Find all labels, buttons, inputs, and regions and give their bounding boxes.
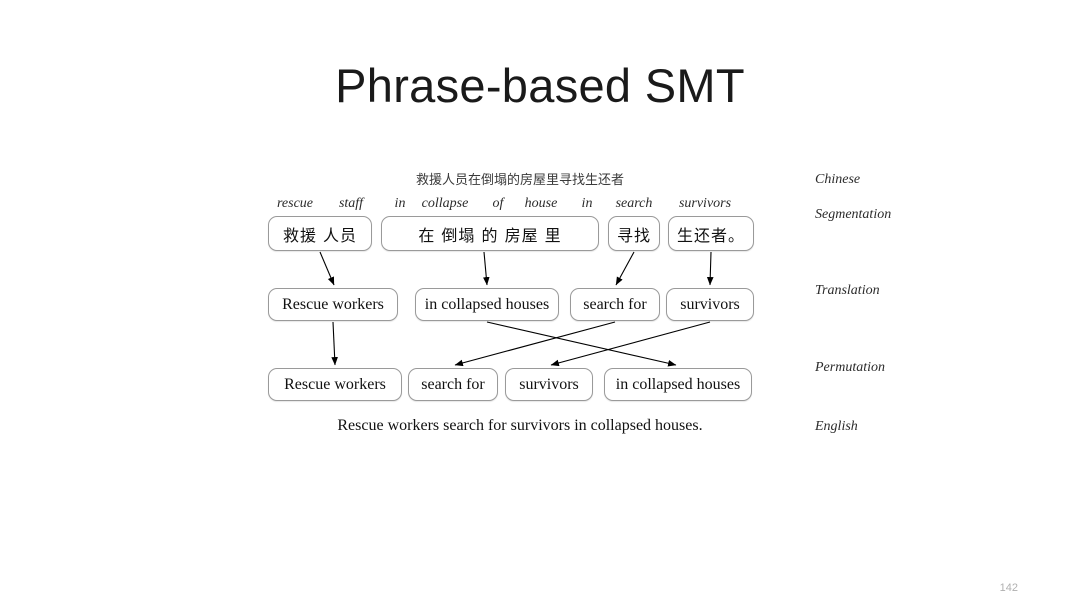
arrow-trans-to-perm	[331, 321, 338, 366]
stage-label-translation: Translation	[815, 283, 880, 298]
gloss-word: house	[524, 196, 558, 211]
segmentation-phrase-box: 生还者。	[668, 216, 754, 251]
arrow-trans-to-perm	[550, 321, 711, 367]
translation-phrase-box: Rescue workers	[268, 288, 398, 321]
page-number: 142	[999, 582, 1018, 594]
source-chinese-sentence: 救援人员在倒塌的房屋里寻找生还者	[415, 173, 624, 188]
stage-label-english: English	[815, 419, 858, 434]
gloss-word: survivors	[678, 196, 732, 211]
arrow-seg-to-trans	[482, 251, 490, 286]
page-title: Phrase-based SMT	[335, 59, 745, 112]
permutation-phrase-box: survivors	[505, 368, 593, 401]
arrow-trans-to-perm	[454, 321, 616, 367]
arrow-trans-to-perm	[486, 321, 677, 367]
gloss-word: in	[581, 196, 593, 211]
gloss-word: rescue	[276, 196, 314, 211]
stage-label-segmentation: Segmentation	[815, 207, 892, 222]
gloss-word: in	[394, 196, 406, 211]
gloss-word: search	[615, 196, 653, 211]
arrow-seg-to-trans	[319, 251, 335, 286]
permutation-phrase-box: search for	[408, 368, 498, 401]
translation-phrase-box: search for	[570, 288, 660, 321]
arrow-seg-to-trans	[706, 251, 714, 286]
permutation-phrase-box: Rescue workers	[268, 368, 402, 401]
gloss-word: staff	[338, 196, 364, 211]
translation-phrase-box: in collapsed houses	[415, 288, 559, 321]
arrow-seg-to-trans	[615, 251, 635, 286]
segmentation-phrase-box: 在 倒塌 的 房屋 里	[381, 216, 599, 251]
stage-label-chinese: Chinese	[815, 172, 861, 187]
permutation-phrase-box: in collapsed houses	[604, 368, 752, 401]
final-english-sentence: Rescue workers search for survivors in c…	[337, 417, 703, 434]
stage-label-permutation: Permutation	[815, 360, 885, 375]
segmentation-phrase-box: 寻找	[608, 216, 660, 251]
segmentation-phrase-box: 救援 人员	[268, 216, 372, 251]
gloss-word: of	[492, 196, 504, 211]
translation-phrase-box: survivors	[666, 288, 754, 321]
gloss-word: collapse	[421, 196, 469, 211]
